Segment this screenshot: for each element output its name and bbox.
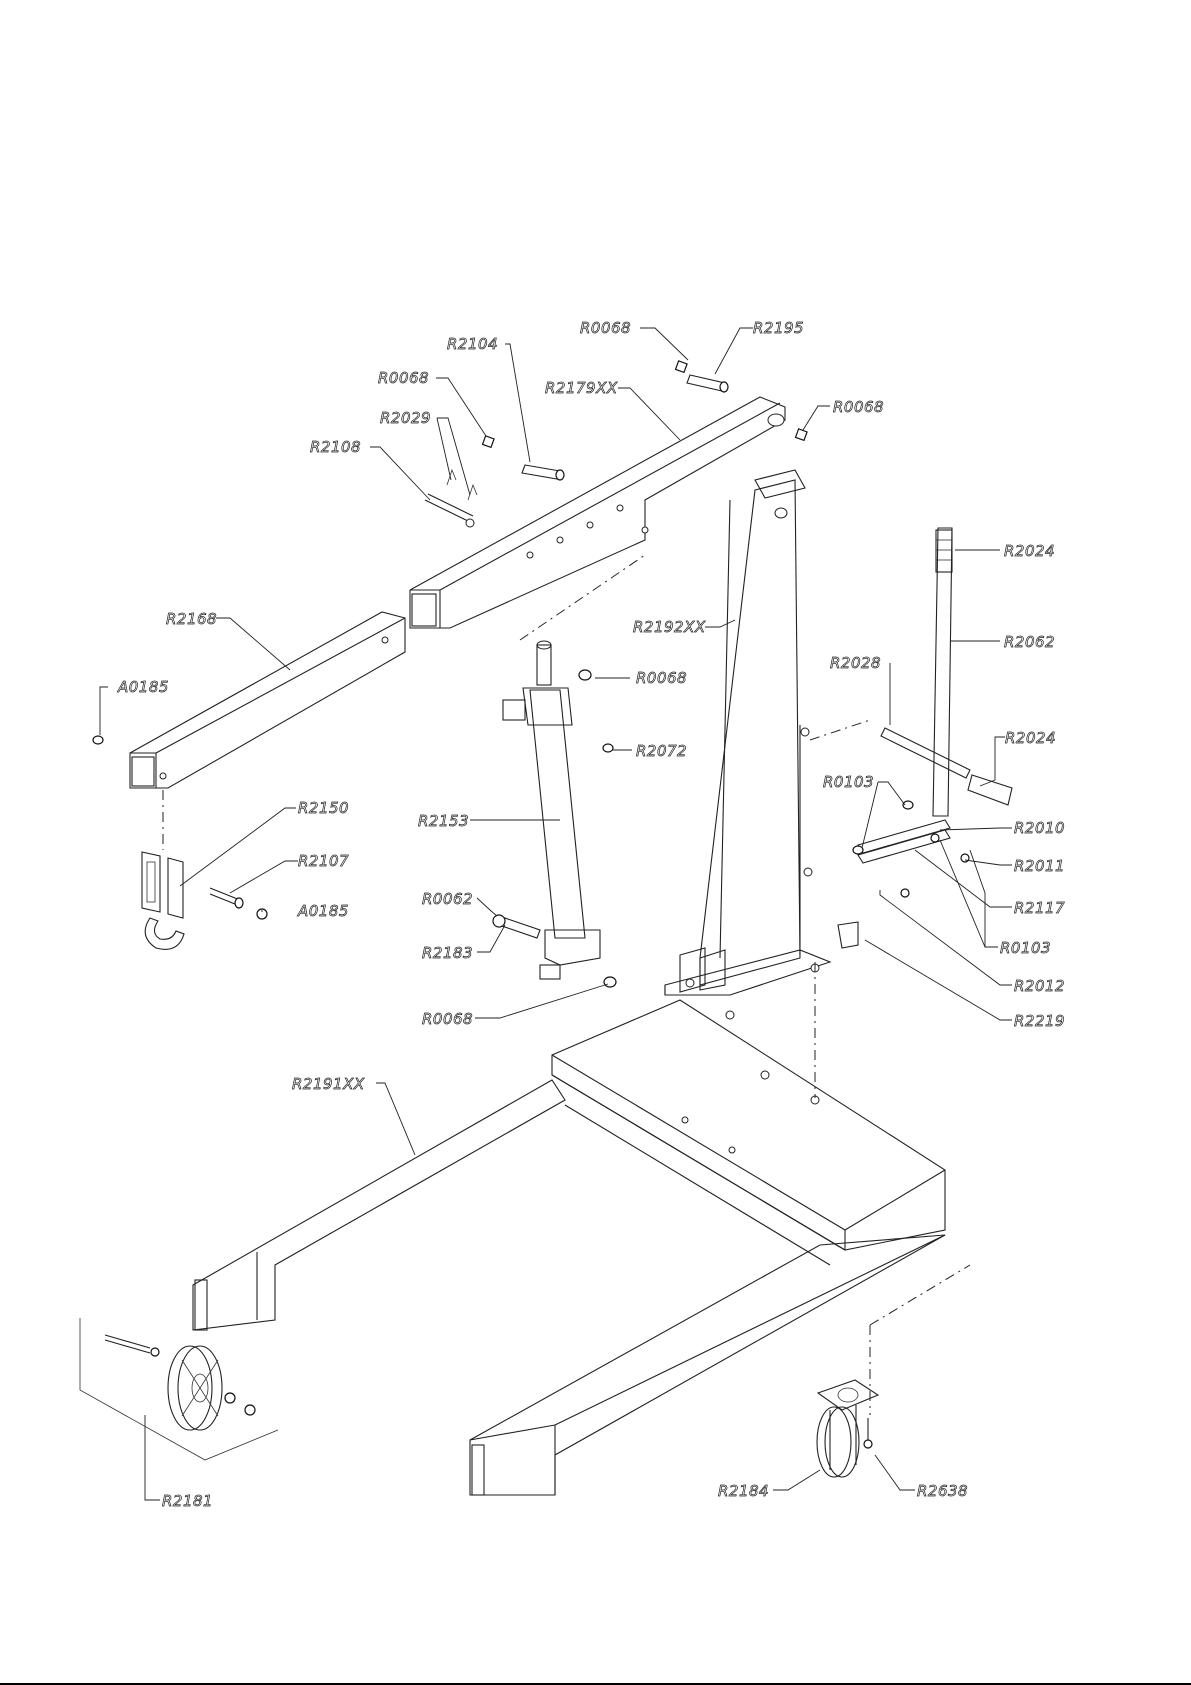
label-a0185-hook: A0185	[297, 902, 349, 920]
label-r2024-right: R2024	[1005, 729, 1056, 747]
label-r2010: R2010	[1014, 819, 1065, 837]
label-a0185-left: A0185	[117, 678, 169, 696]
label-r2108: R2108	[310, 438, 361, 456]
caster-assembly	[817, 1325, 878, 1477]
label-r2183: R2183	[422, 944, 473, 962]
label-r2184: R2184	[718, 1482, 769, 1500]
label-r2153: R2153	[418, 812, 469, 830]
pump-handle	[810, 528, 1012, 948]
label-r2191xx: R2191XX	[292, 1075, 365, 1093]
label-r0068-left: R0068	[378, 369, 429, 387]
label-r2028: R2028	[830, 654, 881, 672]
label-r2168: R2168	[166, 610, 217, 628]
label-r2024-top: R2024	[1004, 542, 1055, 560]
label-r2638: R2638	[917, 1482, 968, 1500]
label-r2117: R2117	[1014, 899, 1065, 917]
label-r0068-top: R0068	[580, 319, 631, 337]
hook-assembly	[142, 790, 267, 949]
label-r0062: R0062	[422, 890, 473, 908]
mast-post	[665, 470, 830, 1019]
label-r2011: R2011	[1014, 857, 1065, 875]
label-r2181: R2181	[162, 1492, 213, 1510]
label-r0103-top: R0103	[823, 773, 874, 791]
label-r2150: R2150	[298, 799, 349, 817]
label-r0068-ram: R0068	[636, 669, 687, 687]
label-r2029: R2029	[380, 409, 431, 427]
label-r2192xx: R2192XX	[633, 618, 706, 636]
boom-extension	[93, 612, 405, 788]
label-r2012: R2012	[1014, 977, 1065, 995]
label-r0068-base: R0068	[422, 1010, 473, 1028]
front-wheel-assembly	[80, 1318, 278, 1460]
label-r2219: R2219	[1014, 1012, 1065, 1030]
label-r0068-right: R0068	[833, 398, 884, 416]
label-r2104: R2104	[447, 335, 498, 353]
label-r2195: R2195	[753, 319, 804, 337]
label-r2179xx: R2179XX	[545, 379, 618, 397]
label-r0103-bottom: R0103	[1000, 939, 1051, 957]
label-r2107: R2107	[298, 852, 349, 870]
label-r2062: R2062	[1004, 633, 1055, 651]
label-r2072: R2072	[636, 742, 687, 760]
hydraulic-ram	[493, 555, 645, 987]
